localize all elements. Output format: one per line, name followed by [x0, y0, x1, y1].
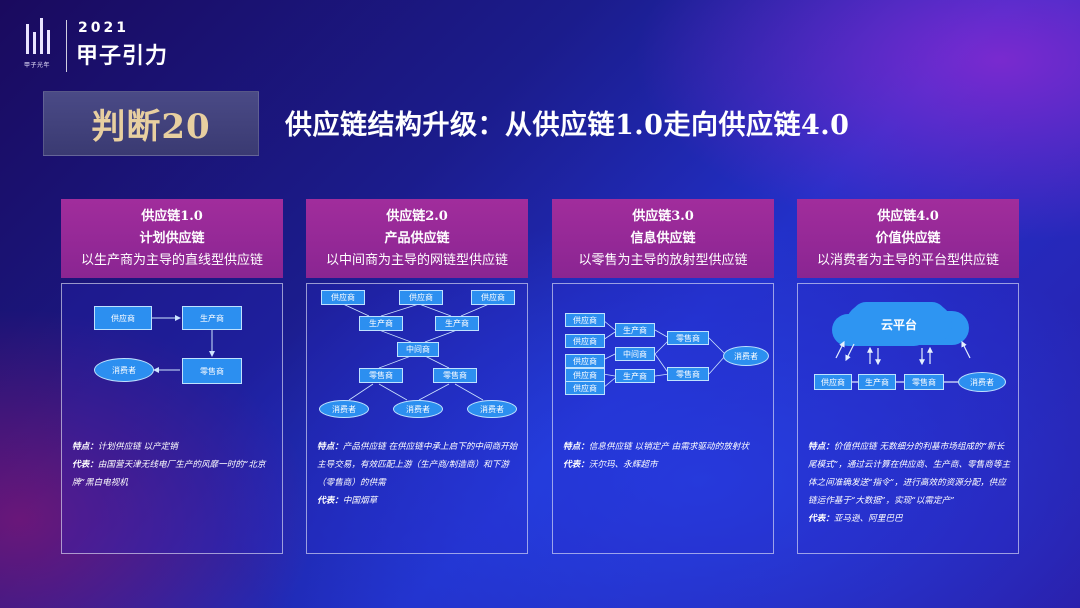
node-consumer: 消费者 [723, 346, 769, 366]
node-producer: 生产商 [615, 369, 655, 383]
card-description: 特点：信息供应链 以销定产 由需求驱动的放射状 代表：沃尔玛、永辉超市 [563, 438, 767, 474]
logo: 甲子光年 2021 甲子引力 [24, 18, 174, 78]
node-supplier: 供应商 [565, 368, 605, 382]
card-type: 信息供应链 [630, 230, 696, 246]
node-supplier: 供应商 [565, 354, 605, 368]
card-supply-chain-4: 供应链4.0 价值供应链 以消费者为主导的平台型供应链 云平台 [797, 199, 1019, 554]
logo-mark-icon [24, 18, 56, 54]
slide-title: 供应链结构升级：从供应链1.0走向供应链4.0 [285, 110, 850, 141]
judgement-badge: 判断20 [43, 91, 259, 156]
feature-text: 计划供应链 以产定销 [97, 442, 178, 452]
card-body: 供应商 供应商 供应商 供应商 供应商 生产商 中间商 生产商 零售商 零售商 … [552, 283, 774, 554]
card-supply-chain-1: 供应链1.0 计划供应链 以生产商为主导的直线型供应链 供应商 生产商 消费者 … [61, 199, 283, 554]
feature-text: 价值供应链 无数细分的利基市场组成的“新长尾模式”，通过云计算在供应商、生产商、… [808, 442, 1011, 506]
node-consumer: 消费者 [94, 358, 154, 382]
representative-text: 由国营天津无线电厂生产的风靡一时的“北京牌”黑白电视机 [72, 460, 266, 488]
card-subtitle: 以生产商为主导的直线型供应链 [80, 252, 263, 268]
node-supplier: 供应商 [565, 334, 605, 348]
node-supplier: 供应商 [399, 290, 443, 305]
card-supply-chain-2: 供应链2.0 产品供应链 以中间商为主导的网链型供应链 供应商 供应商 供应商 … [306, 199, 528, 554]
flow-arrows [342, 303, 490, 401]
representative-label: 代表： [317, 496, 343, 506]
node-producer: 生产商 [182, 306, 242, 330]
card-body: 供应商 生产商 消费者 零售商 特点：计划供应链 以产定销 代表：由国营天津无线… [61, 283, 283, 554]
card-description: 特点：产品供应链 在供应链中承上启下的中间商开始主导交易，有效匹配上游（生产商/… [317, 438, 521, 510]
node-consumer: 消费者 [958, 372, 1006, 392]
flow-diagram: 供应商 生产商 消费者 零售商 [62, 284, 282, 424]
representative-label: 代表： [72, 460, 98, 470]
feature-text: 产品供应链 在供应链中承上启下的中间商开始主导交易，有效匹配上游（生产商/制造商… [317, 442, 518, 488]
node-producer: 生产商 [858, 374, 896, 390]
feature-text: 信息供应链 以销定产 由需求驱动的放射状 [588, 442, 749, 452]
node-supplier: 供应商 [565, 381, 605, 395]
card-subtitle: 以消费者为主导的平台型供应链 [816, 252, 999, 268]
card-version: 供应链2.0 [386, 208, 448, 224]
node-retailer: 零售商 [359, 368, 403, 383]
node-producer: 生产商 [615, 323, 655, 337]
card-header: 供应链1.0 计划供应链 以生产商为主导的直线型供应链 [61, 199, 283, 278]
feature-label: 特点： [72, 442, 98, 452]
node-middleman: 中间商 [615, 347, 655, 361]
flow-diagram: 供应商 供应商 供应商 生产商 生产商 中间商 零售商 零售商 消费者 消费者 … [307, 284, 527, 424]
card-header: 供应链2.0 产品供应链 以中间商为主导的网链型供应链 [306, 199, 528, 278]
card-type: 产品供应链 [384, 230, 450, 246]
judgement-badge-label: 判断20 [91, 107, 211, 147]
node-consumer: 消费者 [467, 400, 517, 418]
node-producer: 生产商 [359, 316, 403, 331]
card-header: 供应链4.0 价值供应链 以消费者为主导的平台型供应链 [797, 199, 1019, 278]
representative-text: 亚马逊、阿里巴巴 [833, 514, 903, 524]
feature-label: 特点： [563, 442, 589, 452]
node-supplier: 供应商 [814, 374, 852, 390]
card-version: 供应链3.0 [632, 208, 694, 224]
card-description: 特点：价值供应链 无数细分的利基市场组成的“新长尾模式”，通过云计算在供应商、生… [808, 438, 1012, 528]
node-retailer: 零售商 [667, 367, 709, 381]
logo-org: 甲子光年 [24, 62, 51, 69]
node-retailer: 零售商 [182, 358, 242, 384]
card-version: 供应链4.0 [877, 208, 939, 224]
node-supplier: 供应商 [471, 290, 515, 305]
representative-label: 代表： [563, 460, 589, 470]
node-consumer: 消费者 [393, 400, 443, 418]
representative-text: 沃尔玛、永辉超市 [588, 460, 658, 470]
card-subtitle: 以零售为主导的放射型供应链 [578, 252, 748, 268]
card-body: 云平台 供应商 生产商 零售商 消费者 [797, 283, 1019, 554]
card-body: 供应商 供应商 供应商 生产商 生产商 中间商 零售商 零售商 消费者 消费者 … [306, 283, 528, 554]
flow-diagram: 供应商 供应商 供应商 供应商 供应商 生产商 中间商 生产商 零售商 零售商 … [553, 284, 773, 424]
card-supply-chain-3: 供应链3.0 信息供应链 以零售为主导的放射型供应链 供应商 供应商 供应商 供… [552, 199, 774, 554]
node-consumer: 消费者 [319, 400, 369, 418]
flow-arrows [835, 340, 971, 383]
node-producer: 生产商 [435, 316, 479, 331]
cloud-platform: 云平台 [846, 304, 952, 344]
logo-year: 2021 [78, 20, 129, 36]
logo-brand: 甲子引力 [76, 44, 169, 69]
node-supplier: 供应商 [94, 306, 152, 330]
card-header: 供应链3.0 信息供应链 以零售为主导的放射型供应链 [552, 199, 774, 278]
node-supplier: 供应商 [565, 313, 605, 327]
flow-arrows [152, 315, 215, 373]
representative-text: 中国烟草 [342, 496, 378, 506]
node-supplier: 供应商 [321, 290, 365, 305]
node-middleman: 中间商 [397, 342, 439, 357]
feature-label: 特点： [808, 442, 834, 452]
card-type: 价值供应链 [875, 230, 941, 246]
feature-label: 特点： [317, 442, 343, 452]
card-type: 计划供应链 [139, 230, 205, 246]
representative-label: 代表： [808, 514, 834, 524]
flow-arrows [602, 319, 726, 389]
logo-divider [66, 20, 67, 72]
flow-diagram: 云平台 供应商 生产商 零售商 消费者 [798, 284, 1018, 424]
node-retailer: 零售商 [667, 331, 709, 345]
node-retailer: 零售商 [433, 368, 477, 383]
card-subtitle: 以中间商为主导的网链型供应链 [325, 252, 508, 268]
node-retailer: 零售商 [904, 374, 944, 390]
card-description: 特点：计划供应链 以产定销 代表：由国营天津无线电厂生产的风靡一时的“北京牌”黑… [72, 438, 276, 492]
card-version: 供应链1.0 [141, 208, 203, 224]
